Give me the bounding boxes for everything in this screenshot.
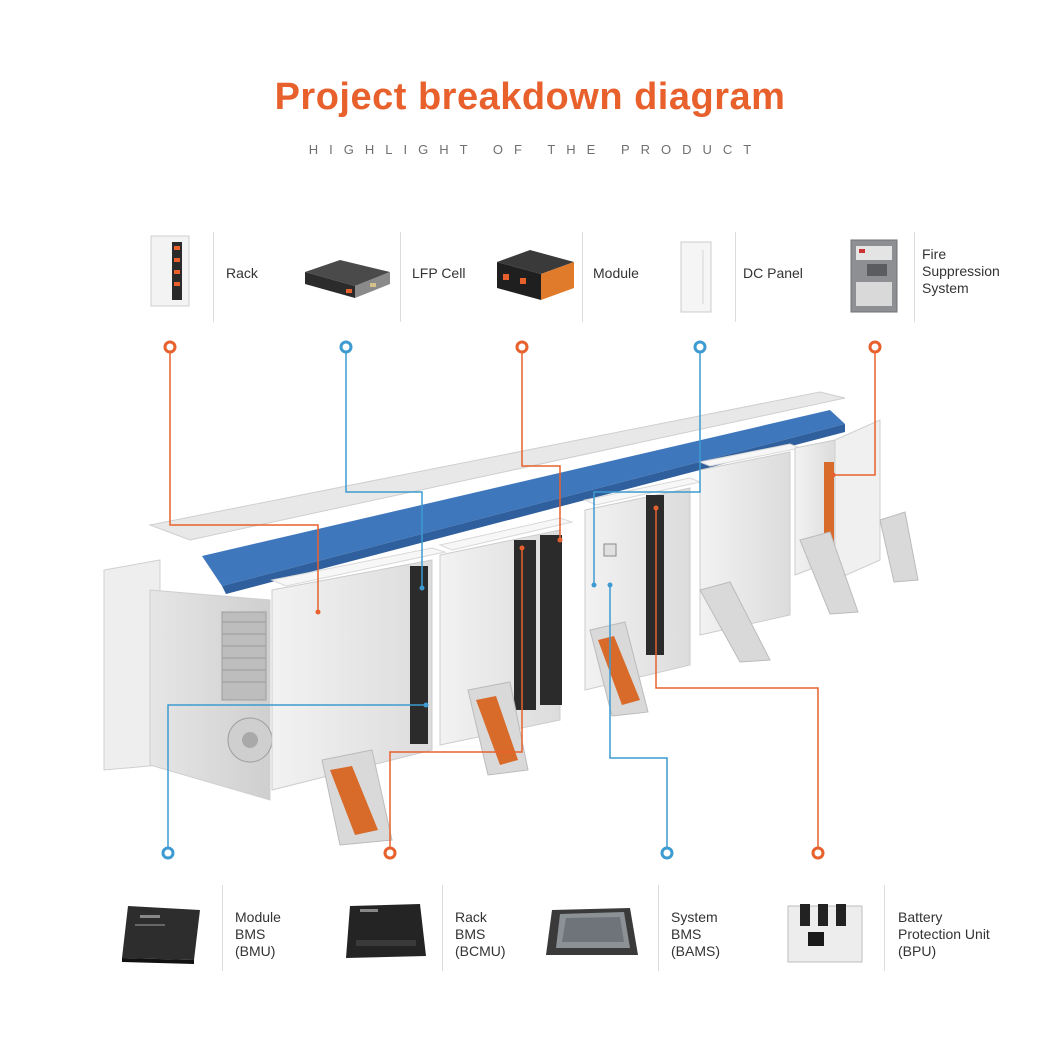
bottom-divider <box>658 885 659 971</box>
marker-bpu <box>811 846 825 860</box>
container-3d-render <box>103 391 919 846</box>
bottom-divider <box>884 885 885 971</box>
label-rack-bms: Rack BMS (BCMU) <box>455 909 506 959</box>
bottom-divider <box>222 885 223 971</box>
marker-lfp-cell <box>339 340 353 354</box>
top-divider <box>400 232 401 322</box>
bpu-thumbnail <box>787 904 863 963</box>
leader-endpoints <box>315 472 836 708</box>
top-divider <box>582 232 583 322</box>
module-bms-thumbnail <box>122 906 200 964</box>
page-title: Project breakdown diagram <box>274 76 786 118</box>
dc-panel-thumbnail <box>680 241 712 313</box>
marker-dc-panel <box>693 340 707 354</box>
system-bms-thumbnail <box>546 908 638 955</box>
module-thumbnail <box>497 250 574 300</box>
marker-fire-suppression <box>868 340 882 354</box>
cable-tray <box>202 410 845 586</box>
label-system-bms: System BMS (BAMS) <box>671 909 720 959</box>
top-divider <box>914 232 915 322</box>
label-lfp-cell: LFP Cell <box>412 265 466 281</box>
rack-thumbnail <box>150 235 190 307</box>
rack-bms-thumbnail <box>346 904 426 958</box>
label-fire-suppression: Fire Suppression System <box>922 246 1000 296</box>
marker-rack <box>163 340 177 354</box>
marker-rack-bms <box>383 846 397 860</box>
marker-module-bms <box>161 846 175 860</box>
label-module: Module <box>593 265 639 281</box>
fire-suppression-thumbnail <box>850 239 898 313</box>
lfp-cell-thumbnail <box>305 260 390 298</box>
label-bpu: Battery Protection Unit (BPU) <box>898 909 990 959</box>
label-module-bms: Module BMS (BMU) <box>235 909 281 959</box>
leader-lines <box>167 352 876 848</box>
label-dc-panel: DC Panel <box>743 265 803 281</box>
marker-system-bms <box>660 846 674 860</box>
bottom-divider <box>442 885 443 971</box>
label-rack: Rack <box>226 265 258 281</box>
page-subtitle: HIGHLIGHT OF THE PRODUCT <box>308 142 763 157</box>
marker-module <box>515 340 529 354</box>
top-divider <box>213 232 214 322</box>
top-divider <box>735 232 736 322</box>
